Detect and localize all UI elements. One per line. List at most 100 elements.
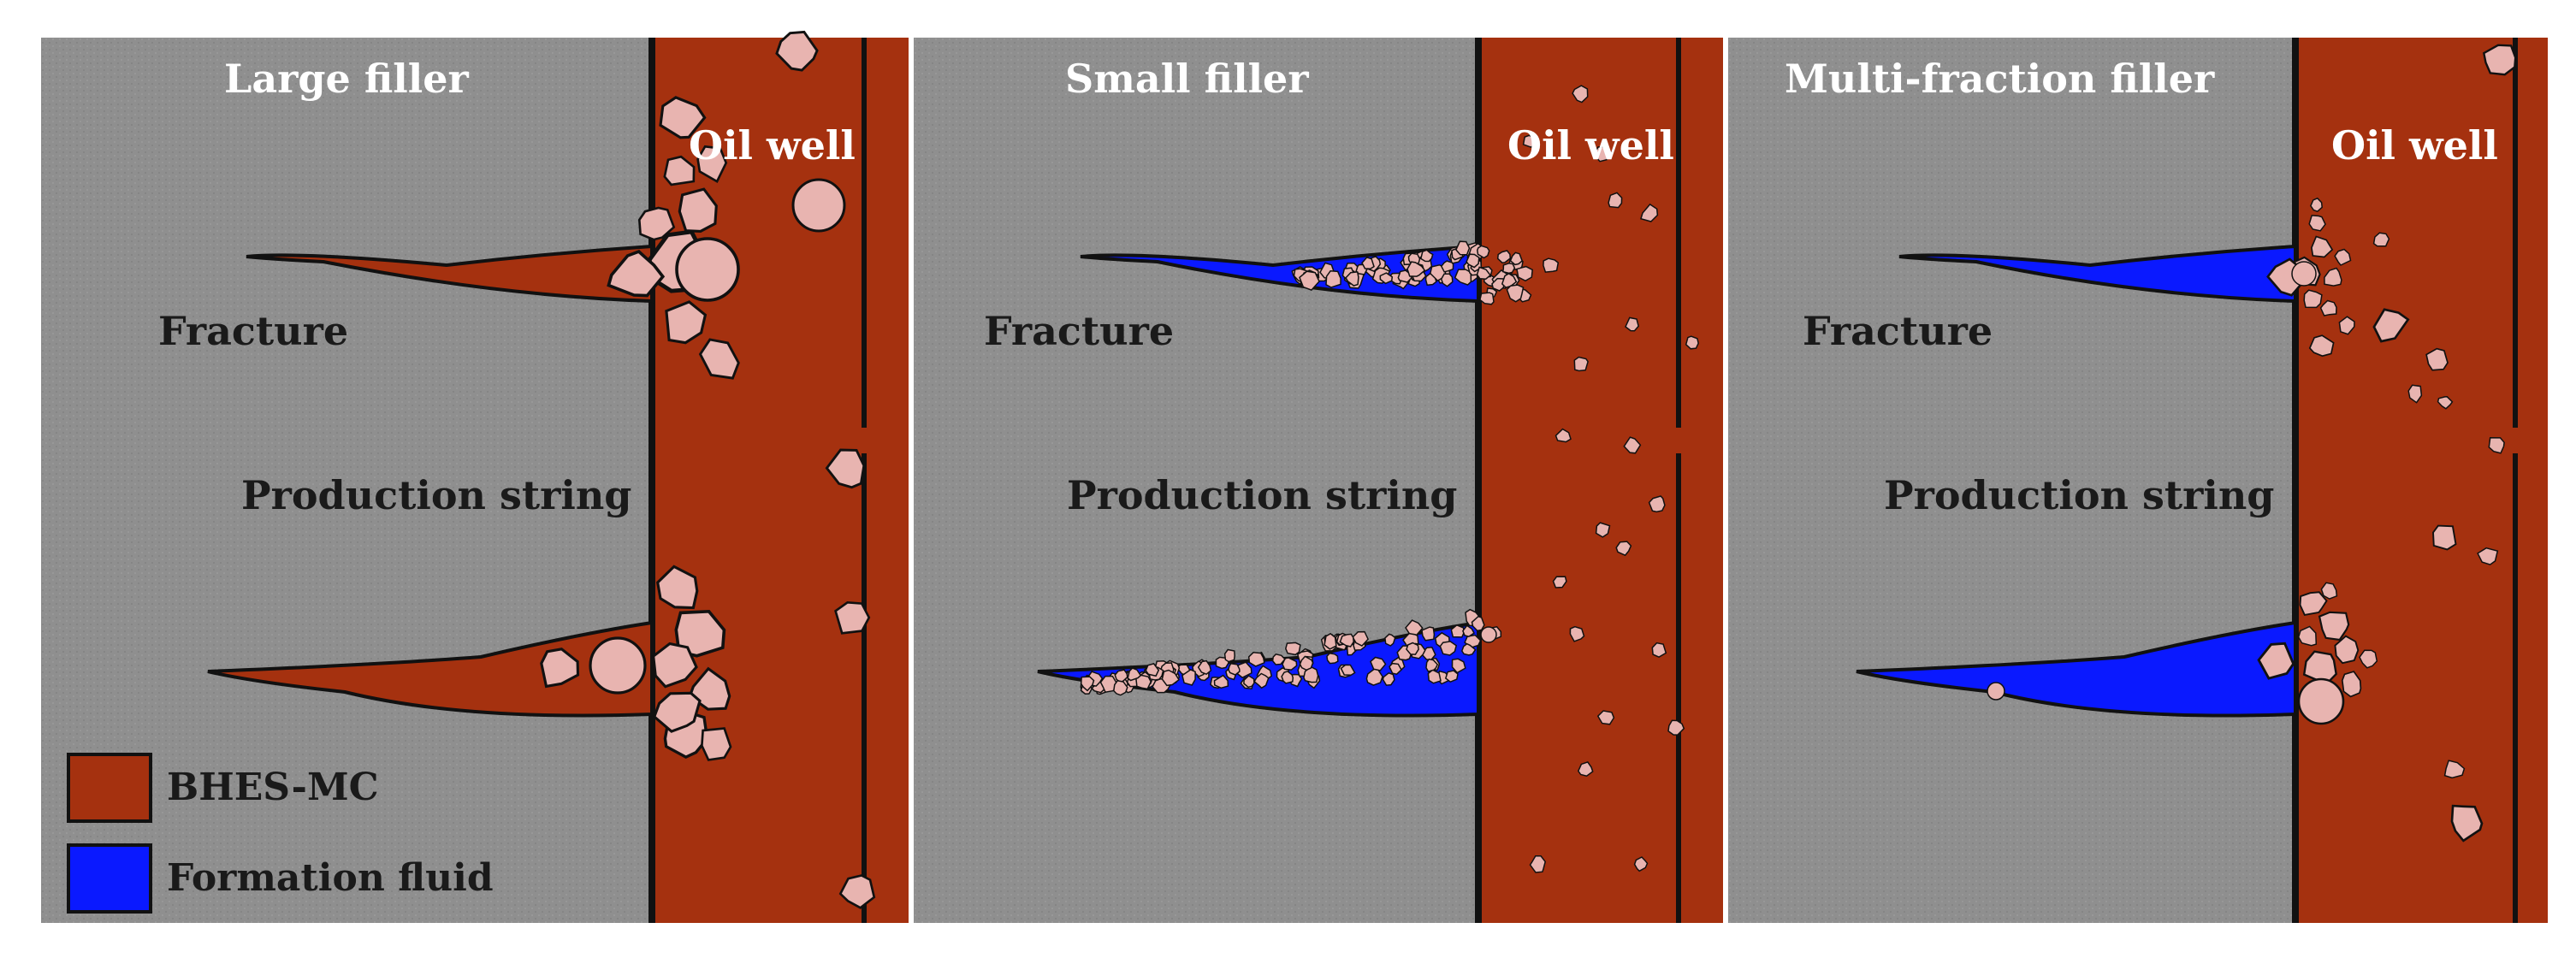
filler-particle	[2359, 649, 2378, 669]
string-label-large-filler: Production string	[241, 472, 631, 518]
filler-particle	[1271, 653, 1286, 665]
panel-title-multi-fraction-filler: Multi-fraction filler	[1785, 56, 2215, 102]
filler-particle	[1496, 250, 1512, 263]
filler-particle	[825, 448, 866, 489]
filler-particle	[1127, 667, 1142, 682]
fracture-label-small-filler: Fracture	[984, 308, 1174, 354]
filler-particle	[1625, 316, 1640, 332]
filler-particle	[1228, 662, 1241, 676]
filler-particle	[1325, 270, 1341, 288]
filler-particle	[1406, 642, 1419, 655]
filler-particle	[1439, 641, 1458, 656]
filler-particle	[1685, 335, 1699, 350]
filler-particle	[637, 206, 676, 241]
filler-particle	[1281, 671, 1294, 684]
filler-particle	[1501, 263, 1516, 275]
filler-particle	[2297, 625, 2318, 647]
filler-particle	[1640, 203, 1659, 222]
filler-particle	[1466, 253, 1480, 269]
filler-particle	[1595, 522, 1611, 538]
filler-particle	[1421, 626, 1436, 642]
filler-particle	[1569, 625, 1585, 642]
filler-particle	[2338, 316, 2355, 335]
legend-swatch-formation-fluid	[67, 843, 152, 914]
fracture-lower	[1856, 620, 2297, 718]
filler-particle	[663, 155, 696, 186]
filler-particle	[1425, 658, 1439, 672]
filler-particle	[1491, 277, 1506, 292]
fracture-label-large-filler: Fracture	[158, 308, 348, 354]
filler-particle	[659, 96, 707, 139]
filler-particle	[1370, 656, 1387, 671]
legend: BHES-MC Formation fluid	[67, 753, 494, 914]
string-label-small-filler: Production string	[1067, 472, 1457, 518]
oil-well-strip	[1478, 38, 1723, 923]
filler-particle	[2308, 334, 2335, 358]
filler-particle	[1471, 615, 1485, 632]
filler-particle	[838, 874, 876, 909]
filler-particle	[1213, 674, 1229, 689]
filler-particle	[2488, 437, 2505, 454]
filler-particle	[1440, 260, 1454, 273]
filler-particle	[2299, 591, 2328, 616]
fracture-upper	[1898, 244, 2297, 304]
legend-label-formation-fluid: Formation fluid	[167, 856, 494, 900]
filler-particle	[1285, 642, 1301, 656]
filler-particle	[1299, 655, 1314, 671]
legend-swatch-bhes-mc	[67, 753, 152, 823]
filler-particle	[678, 187, 718, 233]
filler-particle	[1243, 675, 1255, 689]
filler-particle	[1480, 626, 1497, 643]
filler-particle	[1623, 436, 1642, 454]
filler-particle	[1455, 240, 1471, 256]
string-label-multi-fraction-filler: Production string	[1884, 472, 2274, 518]
filler-particle	[1615, 541, 1632, 557]
filler-particle	[2310, 197, 2323, 213]
filler-particle	[1145, 663, 1160, 677]
filler-particle	[1080, 676, 1095, 692]
panel-title-large-filler: Large filler	[224, 56, 469, 102]
filler-particle	[1516, 265, 1533, 282]
filler-particle	[652, 642, 698, 689]
well-label-small-filler: Oil well	[1507, 122, 1674, 169]
panel-labels: Large filler Oil well Fracture Productio…	[158, 56, 2498, 518]
filler-particle	[1339, 633, 1354, 648]
filler-particle	[1419, 249, 1434, 263]
filler-particle	[540, 648, 580, 689]
filler-particle	[1113, 679, 1128, 696]
filler-particle	[1303, 665, 1319, 683]
oil-well-strip	[2295, 38, 2548, 923]
filler-particle	[2372, 232, 2390, 247]
filler-particle	[2334, 635, 2360, 665]
filler-particle	[1099, 675, 1117, 694]
filler-particle	[1554, 428, 1572, 443]
filler-particle	[2318, 611, 2350, 642]
filler-particle	[1197, 659, 1212, 676]
filler-particle	[698, 338, 740, 380]
filler-particle	[1384, 633, 1396, 647]
filler-particle	[1987, 682, 2005, 701]
filler-particle	[2303, 289, 2323, 309]
filler-particle	[1506, 284, 1525, 303]
filler-particle	[2324, 267, 2342, 287]
filler-particle	[2372, 308, 2410, 343]
filler-particle	[1161, 669, 1181, 687]
filler-particle	[1651, 642, 1667, 659]
filler-particle	[665, 300, 708, 345]
filler-particle	[1444, 670, 1459, 683]
filler-particle	[2437, 396, 2454, 410]
well-label-multi-fraction-filler: Oil well	[2331, 122, 2498, 169]
filler-particle	[1633, 856, 1649, 872]
filler-particle	[1361, 257, 1375, 270]
filler-particle	[674, 609, 726, 658]
filler-particle	[2432, 524, 2457, 551]
diagram-background	[41, 38, 2548, 923]
filler-particle	[791, 178, 846, 233]
filler-particle	[1476, 266, 1492, 280]
filler-particle	[2311, 235, 2334, 258]
filler-particle	[1462, 624, 1475, 638]
panel-title-small-filler: Small filler	[1065, 56, 1309, 102]
filler-particle	[1326, 652, 1339, 665]
panel-separator	[1723, 38, 1728, 923]
